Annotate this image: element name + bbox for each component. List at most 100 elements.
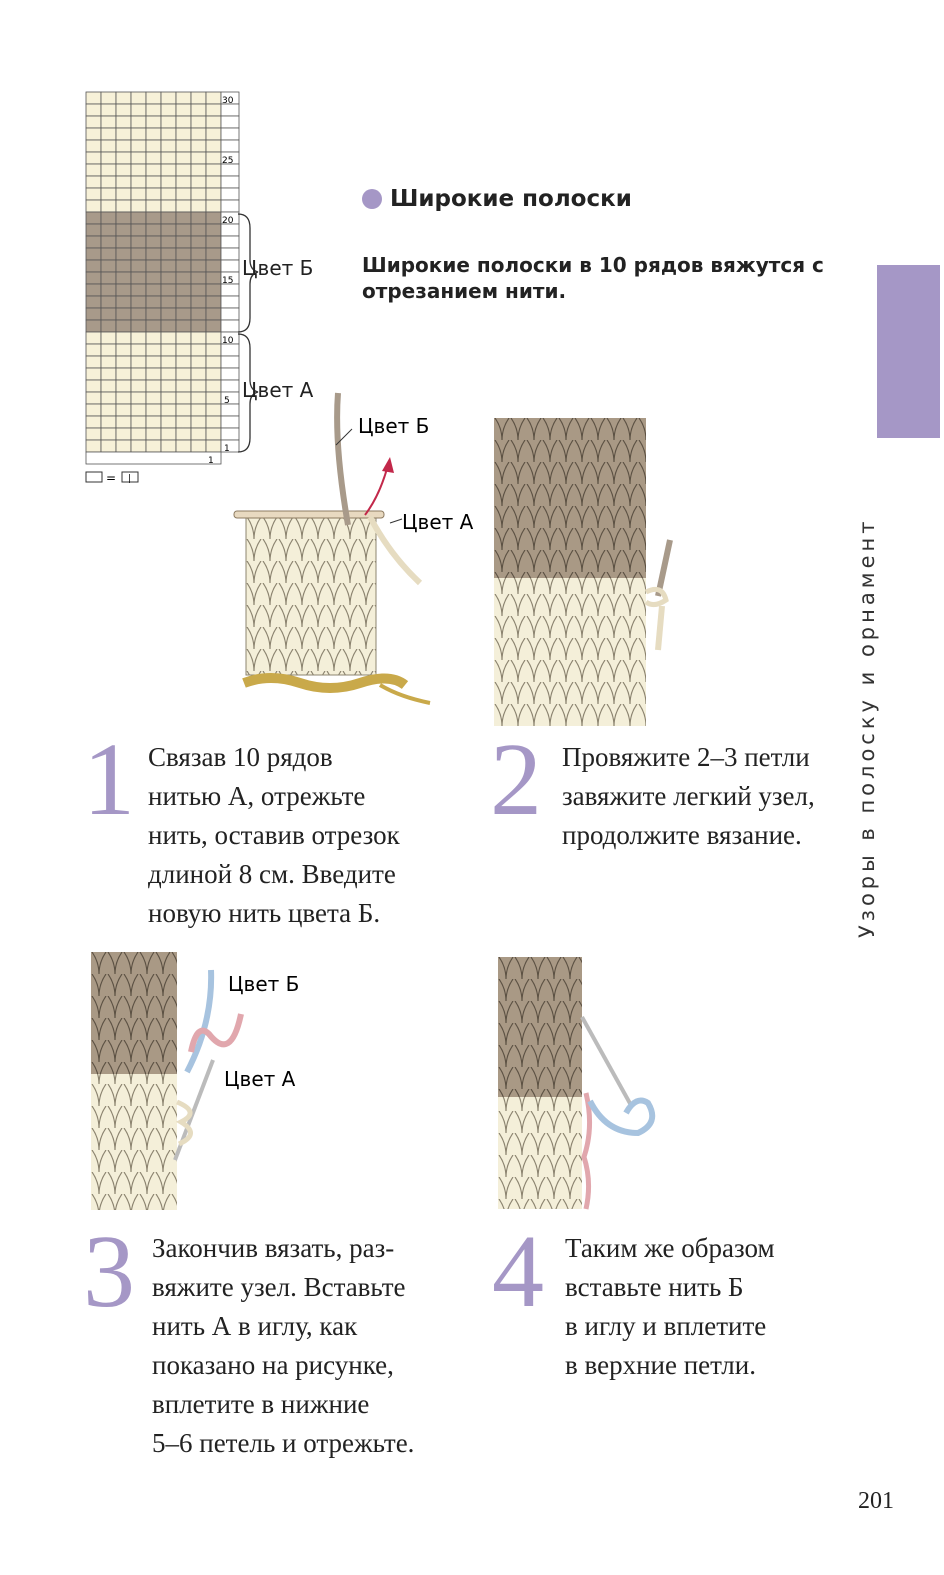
chart-cell [115, 403, 132, 417]
chart-cell [130, 91, 147, 105]
chart-cell [100, 247, 117, 261]
step-text-1: Связав 10 рядов нитью А, отрежьте нить, … [148, 738, 400, 933]
label-leader-a [389, 518, 403, 524]
step-4-line: в верхние петли. [565, 1350, 756, 1380]
chart-cell [100, 259, 117, 273]
chart-cell [130, 187, 147, 201]
chart-cell [100, 199, 117, 213]
chart-cell [175, 367, 192, 381]
chart-cell [175, 319, 192, 333]
chart-cell [190, 187, 207, 201]
chart-cell [85, 379, 102, 393]
chart-cell [115, 295, 132, 309]
step-1-line: нить, оставив отрезок [148, 820, 400, 850]
chart-cell [85, 103, 102, 117]
knitted-fabric-color-a [494, 578, 646, 726]
chart-cell [145, 175, 162, 189]
brace-color-b [237, 213, 259, 333]
chart-cell [130, 223, 147, 237]
chart-cell [100, 439, 117, 453]
chart-cell [130, 199, 147, 213]
chart-cell [85, 343, 102, 357]
chart-cell [190, 151, 207, 165]
chart-cell [160, 151, 177, 165]
chart-cell [145, 247, 162, 261]
chart-cell [130, 307, 147, 321]
chart-cell [100, 115, 117, 129]
chart-cell [190, 403, 207, 417]
chart-cell [205, 139, 222, 153]
knitted-fabric-color-a [245, 514, 377, 676]
chart-cell [100, 319, 117, 333]
chart-cell [85, 187, 102, 201]
chart-cell [175, 271, 192, 285]
chart-cell [130, 415, 147, 429]
step-1-line: новую нить цвета Б. [148, 898, 381, 928]
chart-cell [100, 211, 117, 225]
row-number-30: 30 [222, 96, 234, 106]
chart-cell [100, 127, 117, 141]
chart-number-cell [220, 355, 240, 369]
chart-cell [115, 247, 132, 261]
step-number-3: 3 [83, 1214, 135, 1329]
chart-cell [205, 223, 222, 237]
chart-cell [160, 211, 177, 225]
chart-cell [115, 271, 132, 285]
chart-cell [190, 127, 207, 141]
chart-cell [190, 319, 207, 333]
chart-cell [205, 307, 222, 321]
chart-cell [145, 271, 162, 285]
step-4-line: в иглу и вплетите [565, 1311, 767, 1341]
chart-cell [115, 235, 132, 249]
chart-number-cell [220, 115, 240, 129]
chapter-title-vertical: Узоры в полоску и орнамент [855, 517, 879, 938]
chart-cell [160, 415, 177, 429]
chart-cell [190, 235, 207, 249]
chart-cell [190, 139, 207, 153]
chart-cell [190, 199, 207, 213]
chart-cell [175, 175, 192, 189]
chart-cell [205, 331, 222, 345]
knitted-fabric-color-b [498, 957, 582, 1097]
chart-cell [145, 91, 162, 105]
chart-cell [85, 151, 102, 165]
chart-cell [115, 319, 132, 333]
knitting-needle [233, 510, 385, 519]
chart-number-cell [220, 307, 240, 321]
chart-cell [190, 91, 207, 105]
chart-cell [115, 427, 132, 441]
brace-color-a [237, 333, 259, 453]
label-color-b: Цвет Б [358, 414, 429, 438]
chart-cell [190, 211, 207, 225]
chart-number-cell [220, 235, 240, 249]
chart-cell [205, 379, 222, 393]
step-4-line: Таким же образом [565, 1233, 775, 1263]
chart-cell [205, 247, 222, 261]
chart-braces [237, 213, 259, 453]
chart-cell [85, 139, 102, 153]
chart-cell [100, 391, 117, 405]
chart-cell [145, 187, 162, 201]
knitted-fabric-color-a [91, 1074, 177, 1210]
chart-cell [130, 379, 147, 393]
chart-cell [205, 91, 222, 105]
chart-cell [205, 403, 222, 417]
chart-cell [145, 367, 162, 381]
yarn-pull-arrow [364, 464, 389, 516]
brace-label-color-a: Цвет А [242, 378, 314, 402]
chart-cell [175, 247, 192, 261]
chart-cell [85, 319, 102, 333]
chart-cell [160, 199, 177, 213]
light-knot-icon [644, 586, 669, 608]
chart-cell [205, 103, 222, 117]
step-1-line: длиной 8 см. Введите [148, 859, 396, 889]
chart-cell [145, 343, 162, 357]
chart-cell [160, 427, 177, 441]
chart-cell [145, 139, 162, 153]
chart-cell [160, 247, 177, 261]
chart-cell [130, 139, 147, 153]
chart-cell [175, 379, 192, 393]
chart-cell [190, 295, 207, 309]
chart-cell [190, 103, 207, 117]
chart-cell [205, 115, 222, 129]
